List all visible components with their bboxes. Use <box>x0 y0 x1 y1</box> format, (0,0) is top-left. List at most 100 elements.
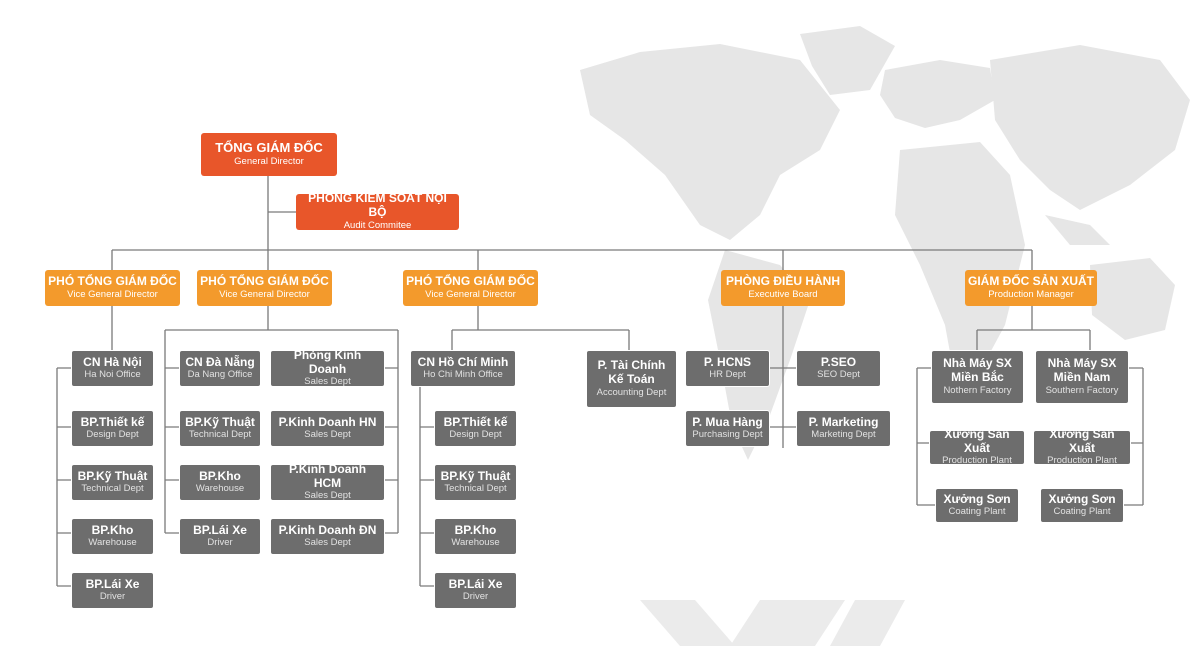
unit-box: P.Kinh Doanh HN Sales Dept <box>270 410 385 447</box>
factory-title: Nhà Máy SX Miền Bắc <box>943 356 1012 385</box>
unit-title: BP.Kỹ Thuật <box>77 468 148 483</box>
vice-director-3-subtitle: Vice General Director <box>425 288 516 300</box>
map-greenland <box>800 26 895 95</box>
unit-box: Xưởng Sơn Coating Plant <box>935 488 1019 523</box>
unit-subtitle: Da Nang Office <box>187 369 253 381</box>
unit-title: Xưởng Sơn <box>1048 491 1116 506</box>
unit-subtitle: Sales Dept <box>304 429 351 441</box>
unit-box: Xưởng Sản Xuất Production Plant <box>929 426 1025 467</box>
unit-subtitle: SEO Dept <box>817 369 860 381</box>
unit-title: P. Mua Hàng <box>692 414 763 429</box>
unit-box: BP.Kỹ Thuật Technical Dept <box>179 410 261 447</box>
unit-box: P.SEO SEO Dept <box>796 350 881 387</box>
unit-title: BP.Kỹ Thuật <box>185 414 255 429</box>
production-manager-subtitle: Production Manager <box>988 288 1074 300</box>
vice-director-2-box: PHÓ TỔNG GIÁM ĐỐC Vice General Director <box>197 270 332 306</box>
unit-title: CN Hà Nội <box>83 354 142 369</box>
unit-subtitle: Design Dept <box>86 429 139 441</box>
unit-subtitle: Design Dept <box>449 429 502 441</box>
executive-board-title: PHÒNG ĐIỀU HÀNH <box>725 274 840 289</box>
unit-subtitle: Sales Dept <box>304 490 351 502</box>
finance-title: P. Tài Chính Kế Toán <box>597 358 666 387</box>
unit-box: CN Hồ Chí Minh Ho Chi Minh Office <box>410 350 516 387</box>
unit-title: P.SEO <box>820 354 857 369</box>
unit-subtitle: Warehouse <box>451 537 500 549</box>
vice-director-1-subtitle: Vice General Director <box>67 288 158 300</box>
unit-title: BP.Kho <box>91 522 134 537</box>
unit-title: P.Kinh Doanh HCM <box>288 461 367 490</box>
map-indonesia <box>1045 215 1110 245</box>
general-director-title: TỔNG GIÁM ĐỐC <box>215 140 323 156</box>
unit-title: Xưởng Sơn <box>943 491 1011 506</box>
unit-box: CN Hà Nội Ha Noi Office <box>71 350 154 387</box>
unit-box: BP.Lái Xe Driver <box>71 572 154 609</box>
vice-director-1-title: PHÓ TỔNG GIÁM ĐỐC <box>48 274 177 289</box>
unit-box: BP.Kho Warehouse <box>71 518 154 555</box>
unit-title: Xưởng Sản Xuất <box>944 426 1010 455</box>
unit-subtitle: Driver <box>99 591 126 603</box>
factory-box: Nhà Máy SX Miền Bắc Nothern Factory <box>931 350 1024 404</box>
unit-subtitle: Technical Dept <box>81 483 144 495</box>
unit-box: BP.Kỹ Thuật Technical Dept <box>71 464 154 501</box>
map-europe <box>880 60 995 128</box>
unit-box: BP.Lái Xe Driver <box>179 518 261 555</box>
audit-title: PHÒNG KIỂM SOÁT NỘI BỘ <box>308 191 447 220</box>
unit-box: P. HCNS HR Dept <box>685 350 770 387</box>
unit-box: Xưởng Sản Xuất Production Plant <box>1033 427 1131 467</box>
vice-director-1-box: PHÓ TỔNG GIÁM ĐỐC Vice General Director <box>45 270 180 306</box>
map-north-america <box>580 44 840 240</box>
unit-title: BP.Lái Xe <box>85 576 140 591</box>
vice-director-3-title: PHÓ TỔNG GIÁM ĐỐC <box>406 274 535 289</box>
unit-subtitle: Ho Chi Minh Office <box>423 369 503 381</box>
unit-box: P. Marketing Marketing Dept <box>796 410 891 447</box>
unit-box: BP.Lái Xe Driver <box>434 572 517 609</box>
unit-title: BP.Lái Xe <box>448 576 503 591</box>
unit-title: BP.Lái Xe <box>193 522 247 537</box>
finance-subtitle: Accounting Dept <box>596 386 667 398</box>
map-australia <box>1090 258 1175 340</box>
unit-title: P. Marketing <box>808 414 879 429</box>
audit-subtitle: Audit Commitee <box>343 219 412 231</box>
finance-box: P. Tài Chính Kế Toán Accounting Dept <box>586 350 677 408</box>
vice-director-2-title: PHÓ TỔNG GIÁM ĐỐC <box>200 274 329 289</box>
unit-box: P.Kinh Doanh ĐN Sales Dept <box>270 518 385 555</box>
general-director-subtitle: General Director <box>234 156 304 167</box>
unit-subtitle: Marketing Dept <box>811 429 876 441</box>
unit-box: BP.Kho Warehouse <box>434 518 517 555</box>
unit-box: Phòng Kinh Doanh Sales Dept <box>270 347 385 387</box>
factory-subtitle: Southern Factory <box>1045 384 1119 396</box>
unit-subtitle: Production Plant <box>1047 455 1117 467</box>
unit-title: P.Kinh Doanh ĐN <box>278 522 377 537</box>
unit-subtitle: Driver <box>462 591 489 603</box>
executive-board-box: PHÒNG ĐIỀU HÀNH Executive Board <box>721 270 845 306</box>
unit-subtitle: Coating Plant <box>948 506 1006 518</box>
map-africa <box>895 142 1025 380</box>
unit-subtitle: Technical Dept <box>188 429 252 441</box>
unit-title: P. HCNS <box>703 354 752 369</box>
unit-box: BP.Kho Warehouse <box>179 464 261 501</box>
unit-subtitle: Technical Dept <box>444 483 507 495</box>
factory-subtitle: Nothern Factory <box>943 384 1012 396</box>
unit-subtitle: Driver <box>207 537 233 549</box>
factory-box: Nhà Máy SX Miền Nam Southern Factory <box>1035 350 1129 404</box>
unit-box: BP.Thiết kế Design Dept <box>434 410 517 447</box>
unit-title: P.Kinh Doanh HN <box>278 414 377 429</box>
unit-box: CN Đà Nẵng Da Nang Office <box>179 350 261 387</box>
unit-title: BP.Thiết kế <box>443 414 508 429</box>
unit-title: BP.Kỹ Thuật <box>440 468 511 483</box>
vice-director-2-subtitle: Vice General Director <box>219 288 310 300</box>
unit-subtitle: Sales Dept <box>304 537 351 549</box>
vice-director-3-box: PHÓ TỔNG GIÁM ĐỐC Vice General Director <box>403 270 538 306</box>
unit-subtitle: Production Plant <box>942 455 1012 467</box>
unit-subtitle: Warehouse <box>195 483 245 495</box>
general-director-box: TỔNG GIÁM ĐỐC General Director <box>201 133 337 176</box>
map-asia <box>990 45 1190 210</box>
unit-box: BP.Thiết kế Design Dept <box>71 410 154 447</box>
unit-title: BP.Thiết kế <box>80 414 145 429</box>
unit-box: P. Mua Hàng Purchasing Dept <box>685 410 770 447</box>
unit-box: Xưởng Sơn Coating Plant <box>1040 488 1124 523</box>
unit-title: BP.Kho <box>199 468 241 483</box>
unit-title: Phòng Kinh Doanh <box>293 347 362 376</box>
